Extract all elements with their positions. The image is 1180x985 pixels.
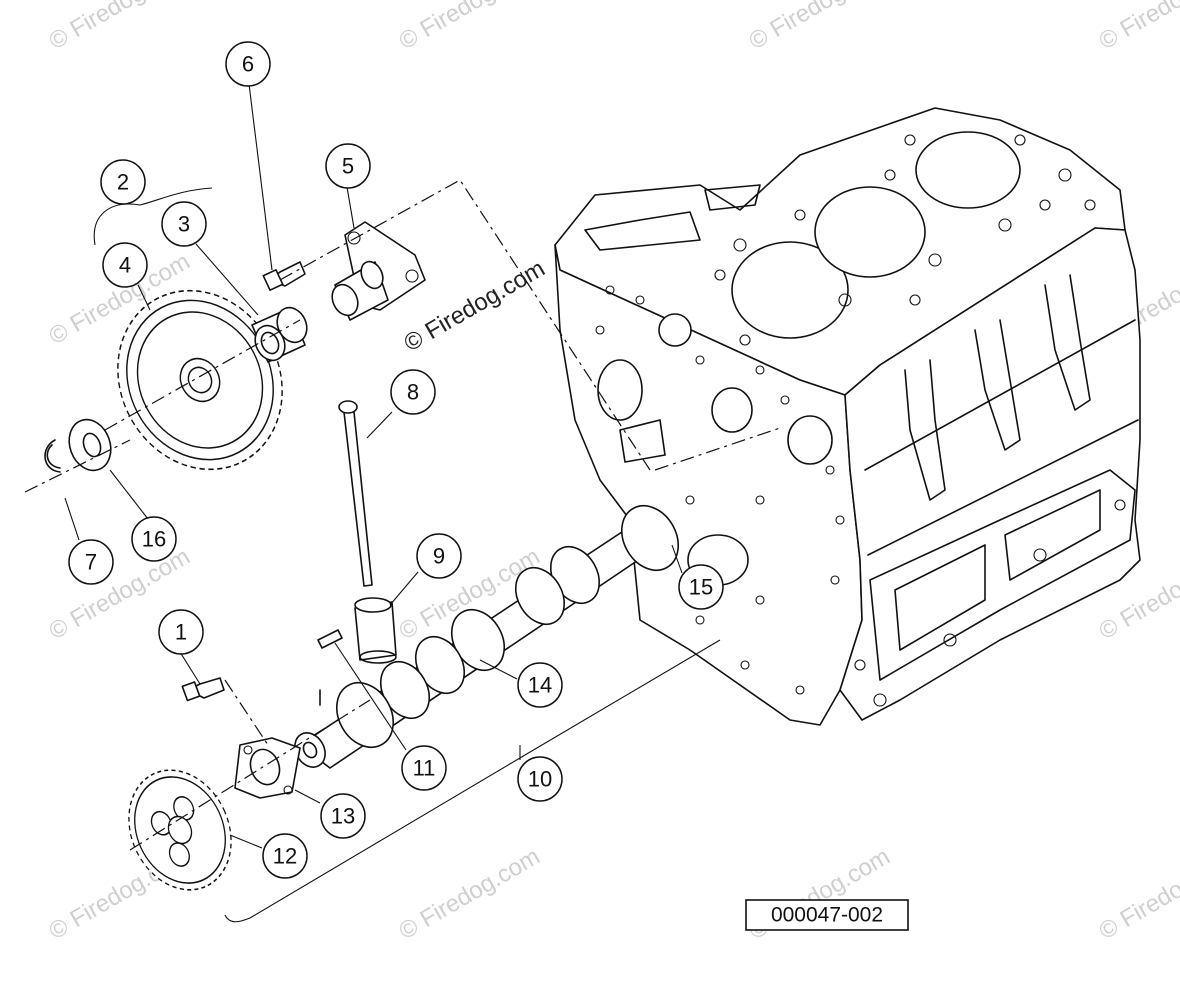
- callout-number: 8: [407, 380, 419, 405]
- reference-code-box: 000047-002: [745, 899, 909, 931]
- callout-12: 12: [262, 833, 308, 879]
- woodruff-key: [317, 629, 343, 649]
- callout-13: 13: [320, 793, 366, 839]
- callout-number: 5: [342, 154, 354, 179]
- callout-5: 5: [325, 143, 371, 189]
- callout-number: 2: [117, 170, 129, 195]
- watermark-main: © Firedog.com: [400, 255, 550, 357]
- watermark: © Firedog.com: [395, 843, 545, 945]
- callout-4: 4: [102, 242, 148, 288]
- reference-code: 000047-002: [771, 904, 883, 927]
- callout-number: 7: [85, 550, 97, 575]
- callout-7: 7: [68, 539, 114, 585]
- bolt-lower: [181, 677, 225, 702]
- camshaft-stopper: [234, 737, 301, 799]
- thrust-washer: [68, 418, 112, 472]
- callout-11: 11: [401, 745, 447, 791]
- camshaft: [294, 505, 680, 769]
- callout-number: 10: [528, 767, 552, 792]
- callout-number: 14: [528, 673, 552, 698]
- watermark: © Firedog.com: [1095, 0, 1180, 55]
- idler-gear: [117, 289, 283, 471]
- callout-number: 1: [175, 620, 187, 645]
- watermark: © Firedog.com: [395, 0, 545, 55]
- leader-lines: [64, 83, 721, 923]
- callout-1: 1: [158, 609, 204, 655]
- camshaft-gear: [128, 769, 232, 891]
- callout-14: 14: [517, 662, 563, 708]
- idler-bushing: [251, 306, 308, 363]
- callout-3: 3: [161, 201, 207, 247]
- callout-number: 9: [433, 544, 445, 569]
- assembly-lines: [24, 179, 781, 851]
- watermark: © Firedog.com: [745, 0, 895, 55]
- callout-number: 15: [689, 575, 713, 600]
- snap-ring: [44, 439, 61, 473]
- callout-10: 10: [517, 756, 563, 802]
- callout-number: 16: [142, 527, 166, 552]
- callout-number: 12: [273, 844, 297, 869]
- callout-number: 13: [331, 804, 355, 829]
- idler-shaft: [331, 221, 426, 321]
- engine-block: [554, 107, 1141, 726]
- callout-number: 4: [119, 253, 131, 278]
- callout-6: 6: [225, 41, 271, 87]
- watermark: © Firedog.com: [45, 0, 195, 55]
- callout-16: 16: [131, 516, 177, 562]
- callout-2: 2: [100, 159, 146, 205]
- callout-number: 3: [178, 212, 190, 237]
- callout-15: 15: [678, 564, 724, 610]
- push-rod: [338, 400, 373, 587]
- callout-8: 8: [390, 369, 436, 415]
- tappet: [354, 597, 397, 664]
- watermark: © Firedog.com: [1095, 843, 1180, 945]
- callout-number: 11: [413, 756, 436, 781]
- callout-number: 6: [242, 52, 254, 77]
- bolt-upper: [262, 261, 306, 292]
- callout-9: 9: [416, 533, 462, 579]
